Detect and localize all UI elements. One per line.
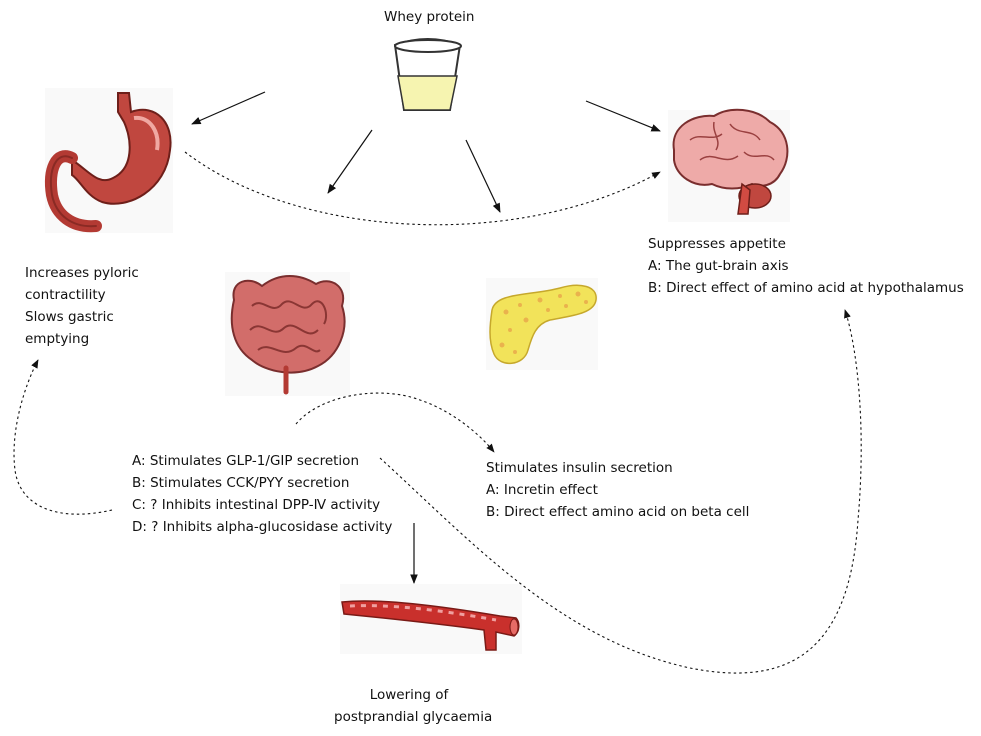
brain-icon xyxy=(668,108,790,222)
pancreas-heading: Stimulates insulin secretion xyxy=(486,460,673,476)
pancreas-item: A: Incretin effect xyxy=(486,482,598,498)
gut-item: D: ? Inhibits alpha-glucosidase activity xyxy=(132,519,393,535)
stomach-effect-line: Increases pyloric xyxy=(25,265,139,281)
cup-icon xyxy=(393,38,462,111)
gut-item: B: Stimulates CCK/PYY secretion xyxy=(132,475,350,491)
whey-protein-title: Whey protein xyxy=(384,9,475,25)
brain-heading: Suppresses appetite xyxy=(648,236,786,252)
pancreas-icon xyxy=(486,278,598,370)
outcome-line: Lowering of xyxy=(369,687,449,703)
gut-item: C: ? Inhibits intestinal DPP-Ⅳ activity xyxy=(132,497,381,513)
brain-item: A: The gut-brain axis xyxy=(648,258,789,274)
stomach-effect-line: emptying xyxy=(25,331,90,347)
dotted-gut-to-pancreas xyxy=(295,392,495,453)
outcome-label: Lowering of postprandial glycaemia xyxy=(334,684,493,728)
dotted-gut-to-brain xyxy=(379,309,862,674)
pancreas-effects: Stimulates insulin secretion A: Incretin… xyxy=(486,457,749,523)
outcome-line: postprandial glycaemia xyxy=(334,709,493,725)
arrow-to-intestine xyxy=(327,129,373,194)
blood-vessel-icon xyxy=(340,584,522,654)
pancreas-item: B: Direct effect amino acid on beta cell xyxy=(486,504,750,520)
stomach-icon xyxy=(45,88,173,233)
gut-item: A: Stimulates GLP-1/GIP secretion xyxy=(132,453,359,469)
stomach-effect-line: contractility xyxy=(25,287,106,303)
brain-effects: Suppresses appetite A: The gut-brain axi… xyxy=(648,233,964,299)
dotted-gut-to-stomach xyxy=(13,359,113,515)
dotted-stomach-to-brain xyxy=(184,151,661,226)
gut-effects: A: Stimulates GLP-1/GIP secretion B: Sti… xyxy=(132,450,392,538)
stomach-effects: Increases pyloric contractility Slows ga… xyxy=(25,262,139,350)
stomach-effect-line: Slows gastric xyxy=(25,309,114,325)
arrow-to-stomach xyxy=(191,91,266,125)
arrow-to-brain xyxy=(585,100,661,132)
arrow-to-pancreas xyxy=(465,139,501,213)
brain-item: B: Direct effect of amino acid at hypoth… xyxy=(648,280,964,296)
intestine-icon xyxy=(225,272,350,396)
